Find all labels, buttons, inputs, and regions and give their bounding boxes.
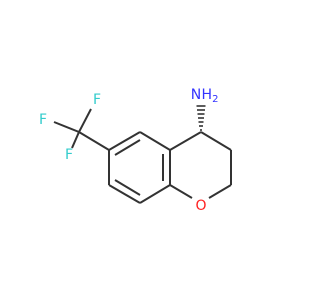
atom-label-amine-hydrogen: H2: [202, 87, 219, 105]
bond-c6-cf3: [78, 131, 110, 151]
atom-label-ring-oxygen: O: [195, 198, 206, 214]
bond-c4a-c5: [139, 131, 171, 151]
chemical-structure-diagram: F F F N H2 O: [39, 87, 232, 214]
bond-c5-c6-inner: [114, 139, 141, 156]
bond-cf3-f-bottom: [71, 131, 80, 149]
bond-c8-c8a: [139, 184, 171, 204]
bond-c5-c6: [108, 131, 141, 151]
bond-c4a-c4: [169, 131, 202, 151]
bond-c4-c3: [200, 131, 232, 151]
bond-c2-o1: [208, 184, 232, 199]
bond-c7-c8: [108, 184, 141, 204]
stereo-hashed-wedge-bond: [196, 105, 206, 131]
bond-o1-c8a: [169, 184, 193, 199]
amine-hydrogen-subscript: 2: [212, 94, 218, 105]
atom-label-fluorine-top: F: [93, 92, 101, 108]
atom-label-fluorine-left: F: [39, 112, 47, 128]
bond-c7-c8-inner: [114, 179, 141, 196]
bond-cf3-f-top: [78, 108, 92, 133]
atom-label-fluorine-bottom: F: [65, 147, 73, 163]
bond-cf3-f-left: [53, 121, 80, 133]
atom-label-amine-nitrogen: N: [191, 87, 201, 103]
